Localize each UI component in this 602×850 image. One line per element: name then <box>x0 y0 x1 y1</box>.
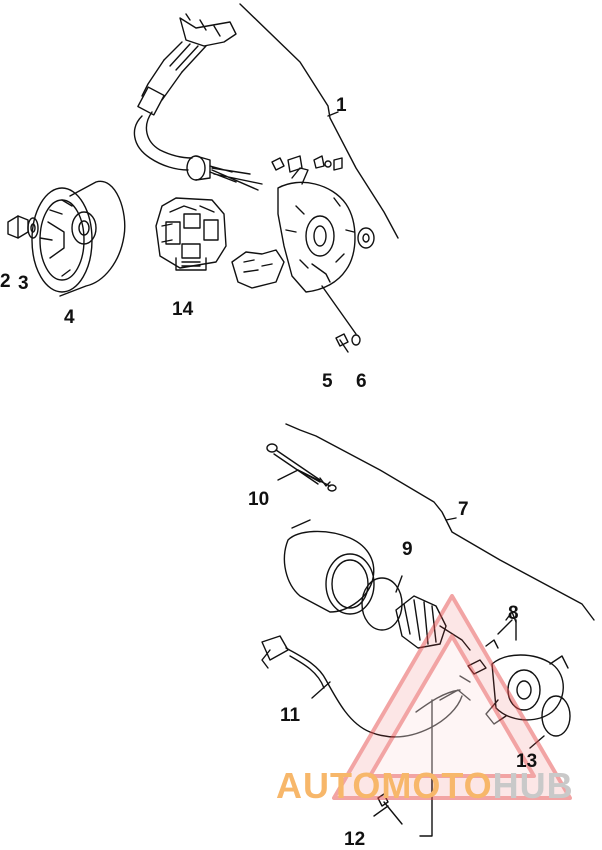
callout-9: 9 <box>402 539 413 560</box>
starter-armature <box>395 595 471 651</box>
plate-nut <box>357 227 375 249</box>
callout-4: 4 <box>64 307 75 328</box>
plate-screw <box>335 333 349 353</box>
group-1-bracket <box>239 3 399 239</box>
stator-plate <box>277 167 356 293</box>
starter-long-bolts <box>266 443 337 492</box>
stator-wire-tube <box>133 111 263 191</box>
plate-washer <box>351 334 361 346</box>
callout-10: 10 <box>248 489 270 510</box>
leader-9 <box>395 575 403 593</box>
callout-12: 12 <box>344 829 366 850</box>
callout-5: 5 <box>322 371 333 392</box>
callout-6: 6 <box>356 371 367 392</box>
flywheel <box>31 180 126 297</box>
callout-8: 8 <box>508 603 519 624</box>
leader-8 <box>497 619 517 641</box>
small-fasteners-top <box>271 155 343 173</box>
watermark-part2: HUB <box>492 765 574 806</box>
group-7-bracket <box>285 423 595 621</box>
stator-connector <box>137 13 237 116</box>
callout-13: 13 <box>516 751 538 772</box>
end-cap-o-ring <box>541 695 571 737</box>
leader-12 <box>373 699 433 837</box>
flywheel-nut <box>7 215 29 239</box>
callout-2: 2 <box>0 271 11 292</box>
callout-7: 7 <box>458 499 469 520</box>
callout-3: 3 <box>18 273 29 294</box>
terminal-bolt <box>377 793 403 825</box>
callout-14: 14 <box>172 299 194 320</box>
leader-11 <box>311 681 331 699</box>
watermark-triangle <box>332 594 572 800</box>
callout-1: 1 <box>336 95 347 116</box>
group-7-bracket-tick <box>445 517 457 521</box>
watermark-part1: AUTOMOTO <box>276 765 493 806</box>
stator-coil <box>155 197 227 271</box>
starter-housing <box>283 519 375 615</box>
flywheel-washer <box>27 217 39 239</box>
group-1-bracket-tick <box>327 111 339 117</box>
starter-o-ring <box>361 577 403 631</box>
starter-cable <box>261 635 471 738</box>
watermark-text: AUTOMOTOHUB <box>276 768 574 804</box>
leader-5-6 <box>321 285 357 335</box>
pulser-coil <box>231 249 285 289</box>
callout-11: 11 <box>280 705 301 726</box>
